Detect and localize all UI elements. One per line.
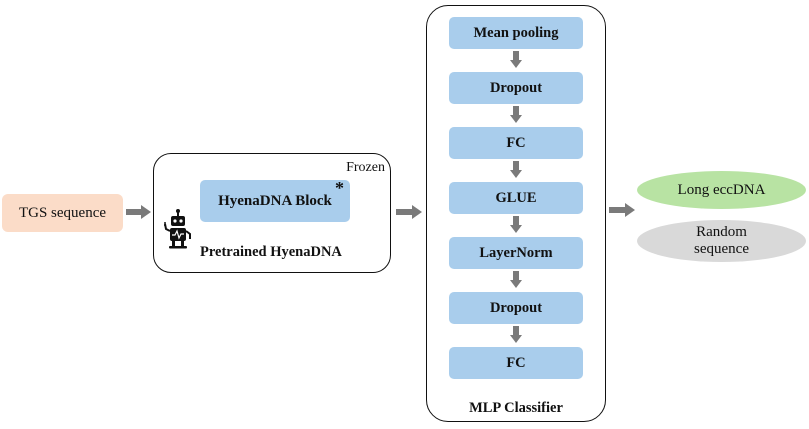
arrow-down-icon: [510, 51, 522, 71]
arrow-down-icon: [510, 216, 522, 236]
arrow-down-icon: [510, 326, 522, 346]
output-random-line1: Random: [696, 224, 747, 240]
arrow-mlp-to-outputs: [609, 203, 635, 217]
layer-label: Dropout: [489, 299, 543, 316]
layer-label: GLUE: [495, 189, 537, 206]
layer-fc-1: FC: [449, 127, 583, 159]
output-random-sequence: Random sequence: [637, 220, 806, 262]
layer-label: FC: [506, 354, 526, 371]
layer-dropout-1: Dropout: [449, 72, 583, 104]
hyenadna-block: HyenaDNA Block *: [200, 178, 350, 222]
arrow-down-icon: [510, 161, 522, 181]
robot-icon: [164, 209, 191, 249]
layer-label: Mean pooling: [473, 24, 559, 41]
layer-mean-pooling: Mean pooling: [449, 17, 583, 49]
input-sequence-label: TGS sequence: [18, 204, 107, 221]
layer-glue: GLUE: [449, 182, 583, 214]
frozen-marker: *: [335, 178, 344, 198]
input-sequence-box: TGS sequence: [2, 194, 123, 232]
layer-label: Dropout: [489, 79, 543, 96]
output-long-eccdna-label: Long eccDNA: [677, 181, 766, 198]
mlp-classifier-panel: Mean pooling Dropout FC GLUE LayerNorm D…: [426, 5, 606, 422]
arrow-down-icon: [510, 106, 522, 126]
output-random-line2: sequence: [694, 241, 749, 257]
pretrained-hyenadna-panel: Frozen HyenaDNA Block * Pretrained Hyena…: [153, 153, 391, 273]
layer-fc-2: FC: [449, 347, 583, 379]
mlp-classifier-label: MLP Classifier: [469, 400, 563, 416]
pretrained-hyenadna-label: Pretrained HyenaDNA: [200, 244, 342, 260]
layer-label: FC: [506, 134, 526, 151]
arrow-input-to-pretrained: [126, 205, 151, 219]
frozen-label: Frozen: [346, 160, 385, 175]
layer-label: LayerNorm: [479, 244, 553, 261]
arrow-pretrained-to-mlp: [396, 205, 422, 219]
hyenadna-block-label: HyenaDNA Block: [218, 192, 332, 209]
layer-dropout-2: Dropout: [449, 292, 583, 324]
arrow-down-icon: [510, 271, 522, 291]
layer-layernorm: LayerNorm: [449, 237, 583, 269]
output-long-eccdna: Long eccDNA: [637, 171, 806, 209]
